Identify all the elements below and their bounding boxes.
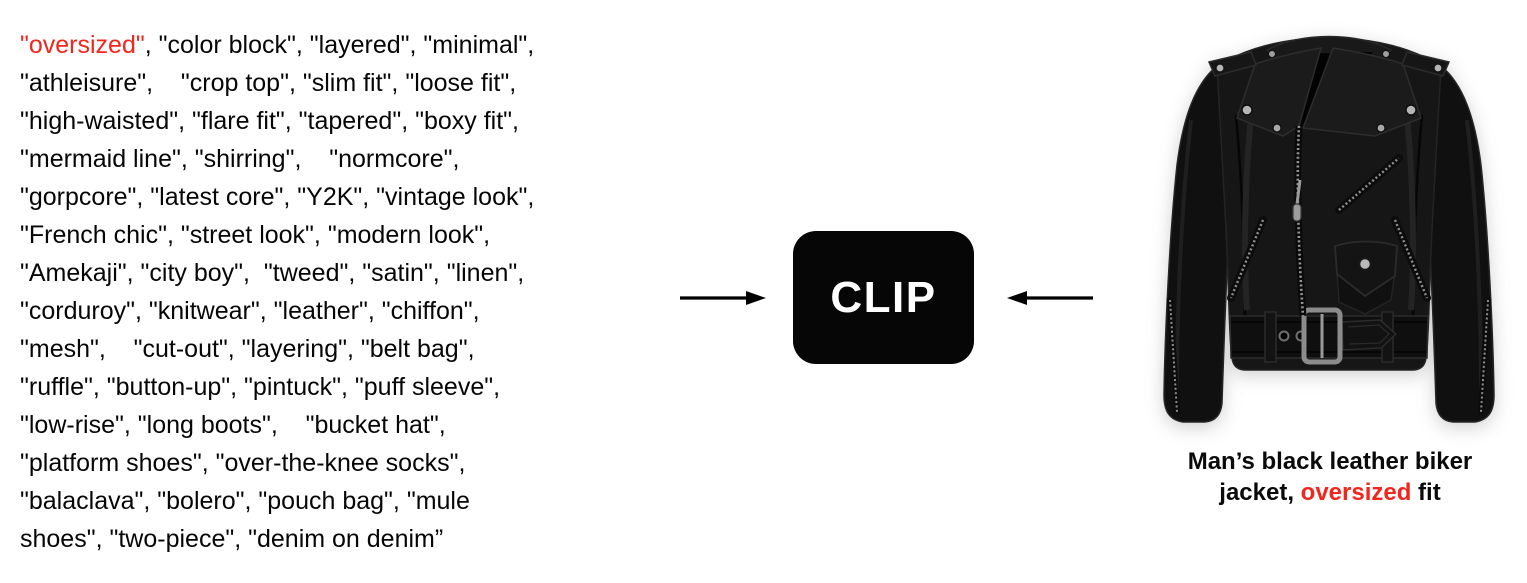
- prompt-line: "mermaid line", "shirring", "normcore",: [20, 145, 460, 173]
- image-input-arrow: [1007, 291, 1093, 305]
- prompt-line: "ruffle", "button-up", "pintuck", "puff …: [20, 373, 501, 401]
- prompt-line: "Amekaji", "city boy", "tweed", "satin",…: [20, 259, 525, 287]
- prompt-line: shoes", "two-piece", "denim on denim”: [20, 525, 444, 553]
- prompt-line: "platform shoes", "over-the-knee socks",: [20, 449, 466, 477]
- prompt-line: "gorpcore", "latest core", "Y2K", "vinta…: [20, 183, 535, 211]
- highlighted-prompt: "oversized": [20, 31, 145, 59]
- caption-text: Man’s black leather biker: [1187, 448, 1473, 475]
- prompt-line: "corduroy", "knitwear", "leather", "chif…: [20, 297, 480, 325]
- prompt-line: "high-waisted", "flare fit", "tapered", …: [20, 107, 519, 135]
- prompt-line: "mesh", "cut-out", "layering", "belt bag…: [20, 335, 475, 363]
- prompt-line: "low-rise", "long boots", "bucket hat",: [20, 411, 446, 439]
- caption-text: jacket,: [1219, 479, 1301, 506]
- prompt-line: "balaclava", "bolero", "pouch bag", "mul…: [20, 487, 470, 515]
- prompt-list: "oversized", "color block", "layered", "…: [20, 26, 660, 558]
- prompt-line: "oversized", "color block", "layered", "…: [20, 26, 660, 64]
- caption-line-2: jacket, oversized fit: [1128, 477, 1527, 508]
- caption-highlight: oversized: [1300, 479, 1412, 506]
- caption-line-1: Man’s black leather biker: [1128, 446, 1527, 477]
- clip-model-node: CLIP: [793, 231, 974, 364]
- image-caption: Man’s black leather biker jacket, oversi…: [1128, 446, 1527, 508]
- prompt-line: "French chic", "street look", "modern lo…: [20, 221, 491, 249]
- prompt-line: "athleisure", "crop top", "slim fit", "l…: [20, 69, 517, 97]
- text-input-arrow: [680, 291, 766, 305]
- prompt-line-rest: , "color block", "layered", "minimal",: [144, 31, 535, 59]
- biker-jacket-image: [1163, 35, 1495, 423]
- caption-text: fit: [1411, 479, 1441, 506]
- clip-model-label: CLIP: [830, 272, 937, 322]
